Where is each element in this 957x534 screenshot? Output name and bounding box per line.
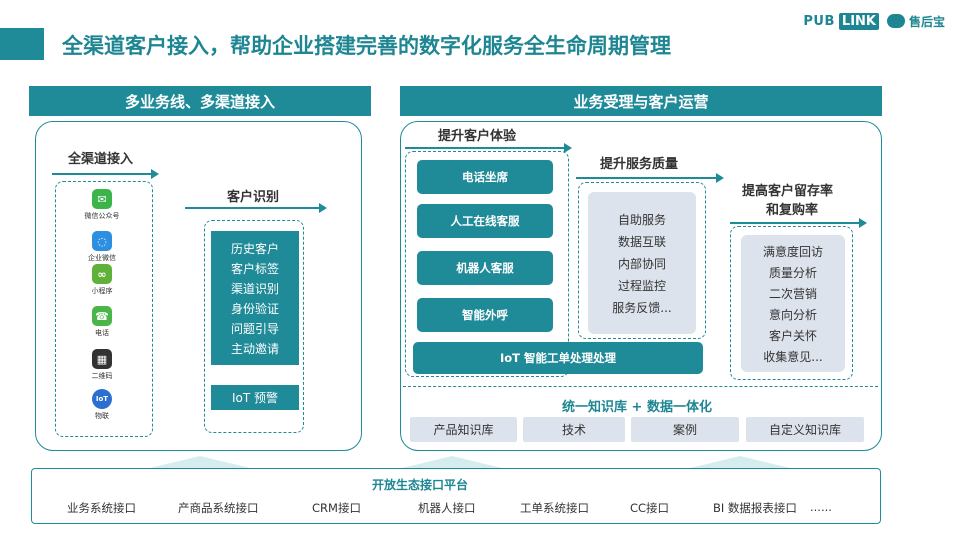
logo-pub-text: PUB	[803, 13, 835, 29]
experience-item-phone-seat: 电话坐席	[417, 160, 553, 194]
bottom-connector-right	[690, 456, 790, 468]
right-section-header: 业务受理与客户运营	[400, 86, 882, 116]
retention-item: 收集意见...	[763, 349, 823, 364]
retention-item: 意向分析	[768, 307, 817, 322]
api-item: BI 数据报表接口	[713, 501, 797, 515]
identify-item: 身份验证	[230, 301, 279, 316]
identify-list: 历史客户客户标签渠道识别身份验证问题引导主动邀请	[211, 231, 299, 365]
channel-label: 电话	[95, 329, 109, 337]
experience-item-robot-service: 机器人客服	[417, 251, 553, 285]
channel-item: ◌ 企业微信	[72, 231, 132, 263]
channel-label: 二维码	[91, 372, 113, 380]
bottom-connector-middle	[402, 456, 502, 468]
channel-list-box	[55, 181, 153, 437]
identify-item: 客户标签	[230, 261, 279, 276]
identify-box	[204, 220, 304, 433]
retention-item: 客户关怀	[768, 328, 817, 343]
quality-item: 数据互联	[617, 234, 666, 249]
api-item: 业务系统接口	[67, 501, 136, 515]
kb-item-case: 案例	[631, 417, 739, 442]
retention-item: 满意度回访	[762, 244, 823, 259]
wecom-icon: ◌	[92, 231, 112, 251]
api-item: 机器人接口	[418, 501, 476, 515]
channel-label: 企业微信	[88, 254, 116, 262]
channel-item: IoT 物联	[72, 389, 132, 421]
iot-alert-box: IoT 预警	[211, 385, 299, 410]
quality-item: 自助服务	[617, 212, 666, 227]
kb-item-custom: 自定义知识库	[746, 417, 864, 442]
iot-icon: IoT	[92, 389, 112, 409]
identify-item: 渠道识别	[230, 281, 279, 296]
quality-arrow	[576, 173, 724, 183]
retention-label-2: 和复购率	[766, 203, 819, 218]
api-item: CRM接口	[312, 501, 361, 515]
quality-item: 过程监控	[617, 278, 666, 293]
kb-item-product: 产品知识库	[410, 417, 517, 442]
logo-cn-text: 售后宝	[908, 14, 945, 29]
channel-item: ∞ 小程序	[72, 264, 132, 296]
experience-label: 提升客户体验	[438, 129, 517, 144]
channel-item: ☎ 电话	[72, 306, 132, 338]
experience-box	[405, 151, 569, 377]
cloud-icon	[886, 14, 905, 28]
quality-box	[578, 182, 706, 339]
retention-item: 二次营销	[768, 286, 817, 301]
experience-item-online-service: 人工在线客服	[417, 204, 553, 238]
left-section-panel	[35, 121, 362, 451]
kb-title: 统一知识库 + 数据一体化	[562, 400, 712, 415]
retention-arrow	[730, 218, 867, 228]
logo-link-text: LINK	[838, 12, 879, 30]
quality-label: 提升服务质量	[600, 157, 679, 172]
channel-access-label: 全渠道接入	[68, 152, 134, 167]
miniprogram-icon: ∞	[92, 264, 112, 284]
api-item: 产商品系统接口	[178, 501, 259, 515]
bottom-connector-left	[150, 456, 250, 468]
qrcode-icon: ▦	[92, 349, 112, 369]
retention-label-1: 提高客户留存率	[742, 184, 834, 199]
open-platform-box	[31, 468, 881, 524]
title-accent-bar	[0, 28, 44, 60]
publink-logo: PUB LINK 售后宝	[803, 10, 945, 32]
open-platform-title: 开放生态接口平台	[372, 478, 469, 492]
page-title: 全渠道客户接入，帮助企业搭建完善的数字化服务全生命周期管理	[62, 34, 671, 58]
quality-item: 内部协同	[617, 256, 666, 271]
kb-item-tech: 技术	[523, 417, 625, 442]
quality-item: 服务反馈...	[612, 300, 672, 315]
retention-list: 满意度回访质量分析二次营销意向分析客户关怀收集意见...	[741, 235, 845, 372]
channel-item: ✉ 微信公众号	[72, 189, 132, 221]
identify-item: 主动邀请	[230, 341, 279, 356]
api-item: ......	[810, 500, 832, 514]
channel-label: 物联	[95, 412, 109, 420]
kb-divider	[403, 386, 878, 387]
wechat-icon: ✉	[92, 189, 112, 209]
experience-item-smart-outbound: 智能外呼	[417, 298, 553, 332]
left-section-header: 多业务线、多渠道接入	[29, 86, 371, 116]
customer-identify-label: 客户识别	[227, 190, 280, 205]
iot-workorder-bar: IoT 智能工单处理处理	[413, 342, 703, 374]
identify-item: 历史客户	[230, 241, 279, 256]
channel-access-arrow	[52, 169, 159, 179]
phone-icon: ☎	[92, 306, 112, 326]
identify-item: 问题引导	[230, 321, 279, 336]
channel-label: 小程序	[91, 287, 113, 295]
channel-item: ▦ 二维码	[72, 349, 132, 381]
api-item: CC接口	[630, 501, 670, 515]
customer-identify-arrow	[185, 203, 327, 213]
retention-item: 质量分析	[768, 265, 817, 280]
api-list: 业务系统接口 产商品系统接口 CRM接口 机器人接口 工单系统接口 CC接口 BI 数据报表…	[40, 500, 870, 518]
api-item: 工单系统接口	[520, 501, 589, 515]
experience-arrow	[405, 143, 572, 153]
retention-box	[730, 226, 853, 380]
channel-label: 微信公众号	[84, 212, 120, 220]
quality-list: 自助服务数据互联内部协同过程监控服务反馈...	[588, 192, 696, 334]
